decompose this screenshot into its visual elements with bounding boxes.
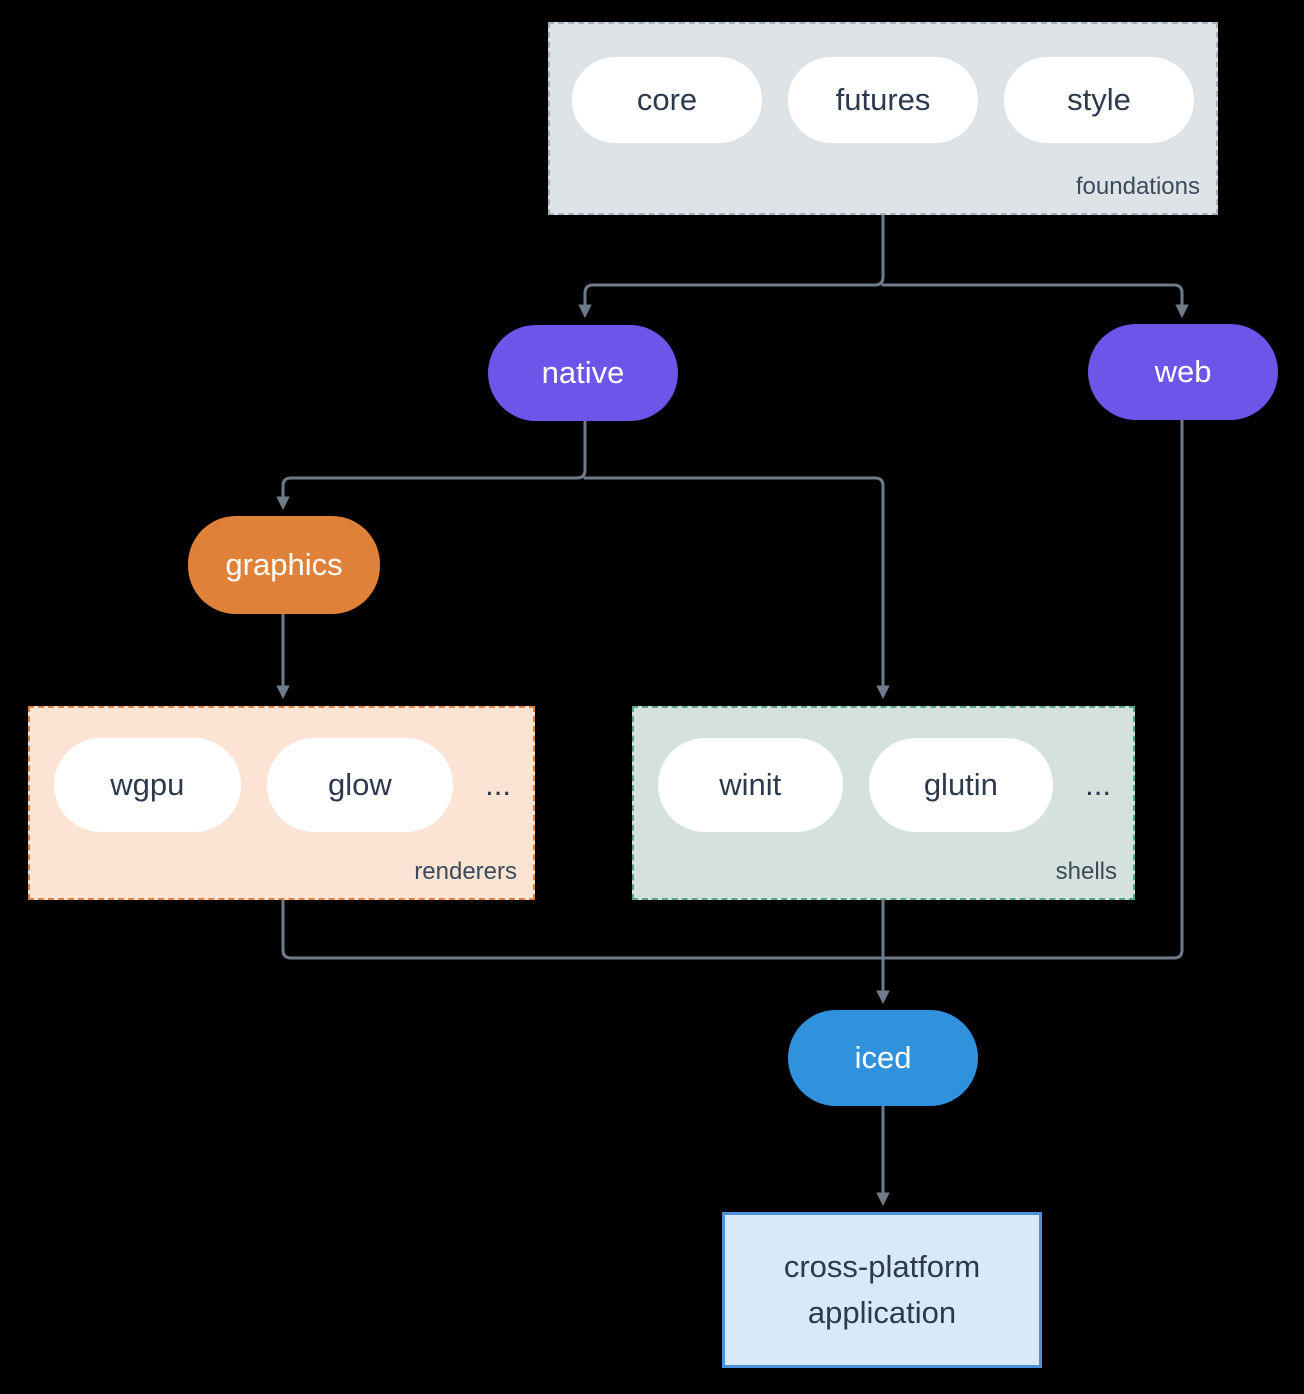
node-native: native xyxy=(488,325,678,421)
node-graphics: graphics xyxy=(188,516,380,614)
connector-renderers-to-iced xyxy=(281,898,885,960)
node-iced: iced xyxy=(788,1010,978,1106)
shells-group-label: shells xyxy=(1055,858,1117,885)
cross-platform-application-box: cross-platform application xyxy=(722,1212,1042,1368)
renderers-ellipsis: ... xyxy=(485,767,511,802)
shells-pill-row: winit glutin ... xyxy=(658,738,1111,832)
renderers-group-label: renderers xyxy=(414,858,517,885)
shells-ellipsis: ... xyxy=(1085,767,1111,802)
node-web: web xyxy=(1088,324,1278,420)
renderers-pill-row: wgpu glow ... xyxy=(54,738,511,832)
connector-foundations-to-native xyxy=(578,212,885,319)
renderers-group: wgpu glow ... renderers xyxy=(28,706,535,900)
shells-group: winit glutin ... shells xyxy=(632,706,1135,900)
crate-pill-glow: glow xyxy=(266,738,454,832)
crate-pill-wgpu: wgpu xyxy=(54,738,241,832)
foundations-group-label: foundations xyxy=(1075,173,1200,200)
crate-pill-style: style xyxy=(1004,57,1194,143)
foundations-group: core futures style foundations xyxy=(548,22,1218,215)
connector-native-to-graphics xyxy=(276,420,587,511)
crate-pill-winit: winit xyxy=(658,738,843,832)
connector-foundations-to-web xyxy=(881,283,1189,319)
crate-pill-core: core xyxy=(572,57,762,143)
foundations-pill-row: core futures style xyxy=(572,57,1194,143)
connector-native-to-shells xyxy=(583,476,890,700)
crate-pill-futures: futures xyxy=(788,57,978,143)
crate-pill-glutin: glutin xyxy=(868,738,1054,832)
